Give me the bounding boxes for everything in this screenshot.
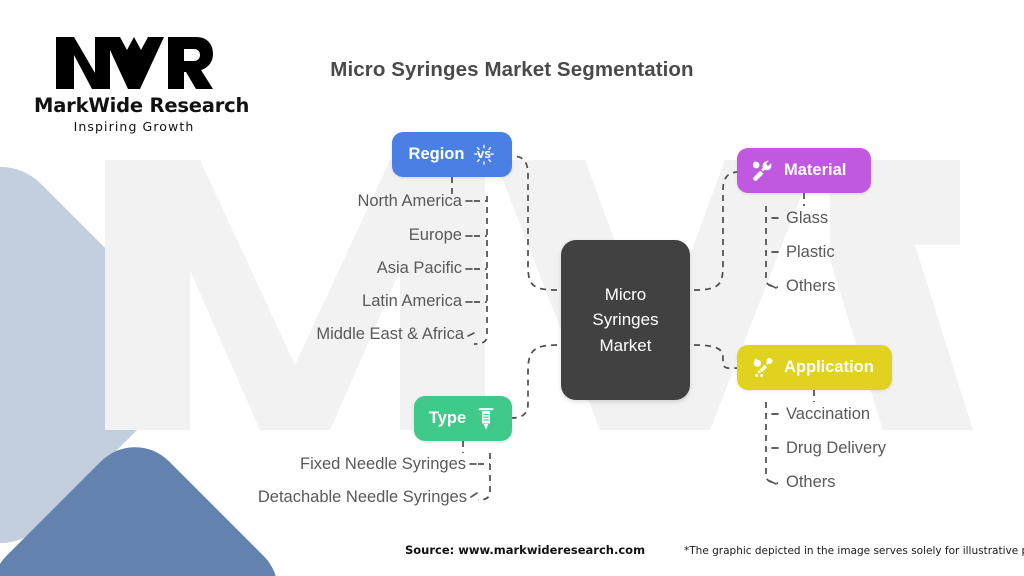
svg-text:VS: VS: [477, 150, 491, 161]
center-node-micro-syringes-market[interactable]: Micro Syringes Market: [561, 240, 690, 400]
branch-pill-application[interactable]: Application: [737, 345, 892, 390]
logo-mark-mwr-icon: [56, 37, 213, 89]
syringe-icon: [475, 407, 497, 431]
page-title: Micro Syringes Market Segmentation: [330, 58, 694, 81]
leaf-region-europe[interactable]: Europe: [408, 226, 462, 244]
branch-label-material: Material: [784, 161, 847, 179]
source-text[interactable]: Source: www.markwideresearch.com: [405, 543, 646, 557]
center-node-line-1: Micro: [604, 285, 647, 305]
application-syringe-icon: [751, 356, 775, 380]
branch-label-application: Application: [784, 358, 874, 376]
leaf-application-drug-delivery[interactable]: Drug Delivery: [786, 439, 886, 457]
leaf-material-glass[interactable]: Glass: [786, 209, 829, 227]
leaf-material-plastic[interactable]: Plastic: [786, 243, 835, 261]
branch-label-region: Region: [408, 145, 465, 163]
brand-logo: MarkWide Research Inspiring Growth: [34, 33, 250, 134]
branch-pill-region[interactable]: Region VS: [392, 132, 512, 177]
leaf-region-middle-east-africa[interactable]: Middle East & Africa: [316, 325, 464, 343]
leaf-application-others[interactable]: Others: [786, 473, 836, 491]
leaf-region-north-america[interactable]: North America: [357, 192, 462, 210]
leaf-type-detachable-needle-syringes[interactable]: Detachable Needle Syringes: [257, 488, 467, 506]
logo-company-name: MarkWide Research: [34, 94, 250, 117]
center-node-line-2: Syringes: [592, 310, 659, 330]
branch-label-type: Type: [428, 409, 467, 427]
leaf-material-others[interactable]: Others: [786, 277, 836, 295]
versus-burst-icon: VS: [473, 144, 495, 166]
disclaimer-text: *The graphic depicted in the image serve…: [684, 545, 1024, 557]
leaf-application-vaccination[interactable]: Vaccination: [786, 405, 871, 423]
branch-pill-material[interactable]: Material: [737, 148, 871, 193]
branch-pill-type[interactable]: Type: [414, 396, 512, 441]
leaf-region-latin-america[interactable]: Latin America: [362, 292, 462, 310]
leaf-region-asia-pacific[interactable]: Asia Pacific: [376, 259, 462, 277]
gear-tools-icon: [751, 159, 775, 183]
center-node-line-3: Market: [599, 335, 652, 355]
logo-tagline: Inspiring Growth: [73, 119, 195, 134]
leaf-type-fixed-needle-syringes[interactable]: Fixed Needle Syringes: [300, 455, 466, 473]
